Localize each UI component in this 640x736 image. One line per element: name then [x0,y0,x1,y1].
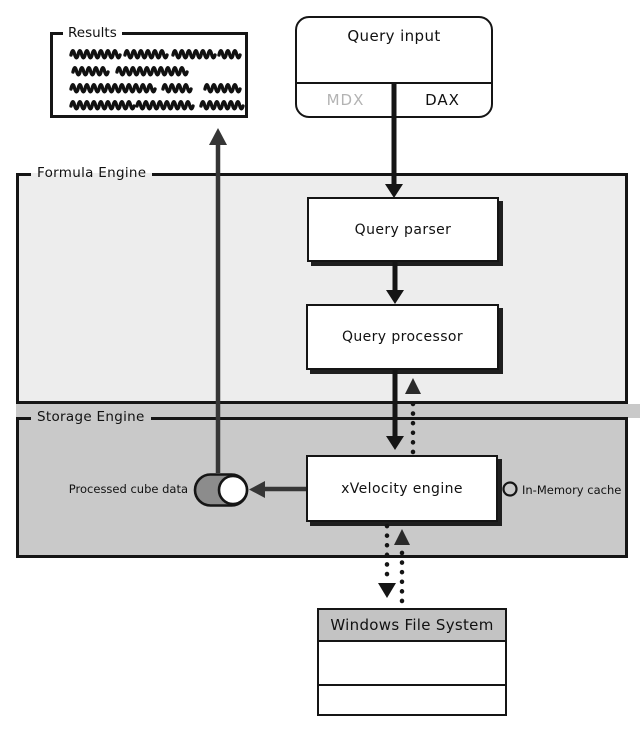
xvelocity-engine-node: xVelocity engine [306,455,498,522]
windows-file-system-table: Windows File System [317,608,507,716]
tab-mdx: MDX [326,91,365,109]
query-processor-node: Query processor [306,304,499,370]
storage-engine-label: Storage Engine [31,409,151,425]
storage-engine-panel: Storage Engine [16,409,628,558]
results-scribbles-icon [69,49,245,111]
file-system-row [319,642,505,684]
query-input-tabs: MDX DAX [297,82,491,116]
formula-engine-label: Formula Engine [31,165,153,181]
processed-cube-data-label: Processed cube data [68,482,188,496]
in-memory-cache-label: In-Memory cache [522,483,622,497]
file-system-row [319,684,505,714]
query-input-title: Query input [347,27,441,45]
windows-file-system-header: Windows File System [319,610,505,642]
storage-engine-band [16,404,640,418]
query-parser-node: Query parser [307,197,499,262]
tab-dax: DAX [425,91,460,109]
results-label: Results [63,25,122,41]
results-box: Results [50,25,248,118]
query-input-box: Query input MDX DAX [295,16,493,118]
